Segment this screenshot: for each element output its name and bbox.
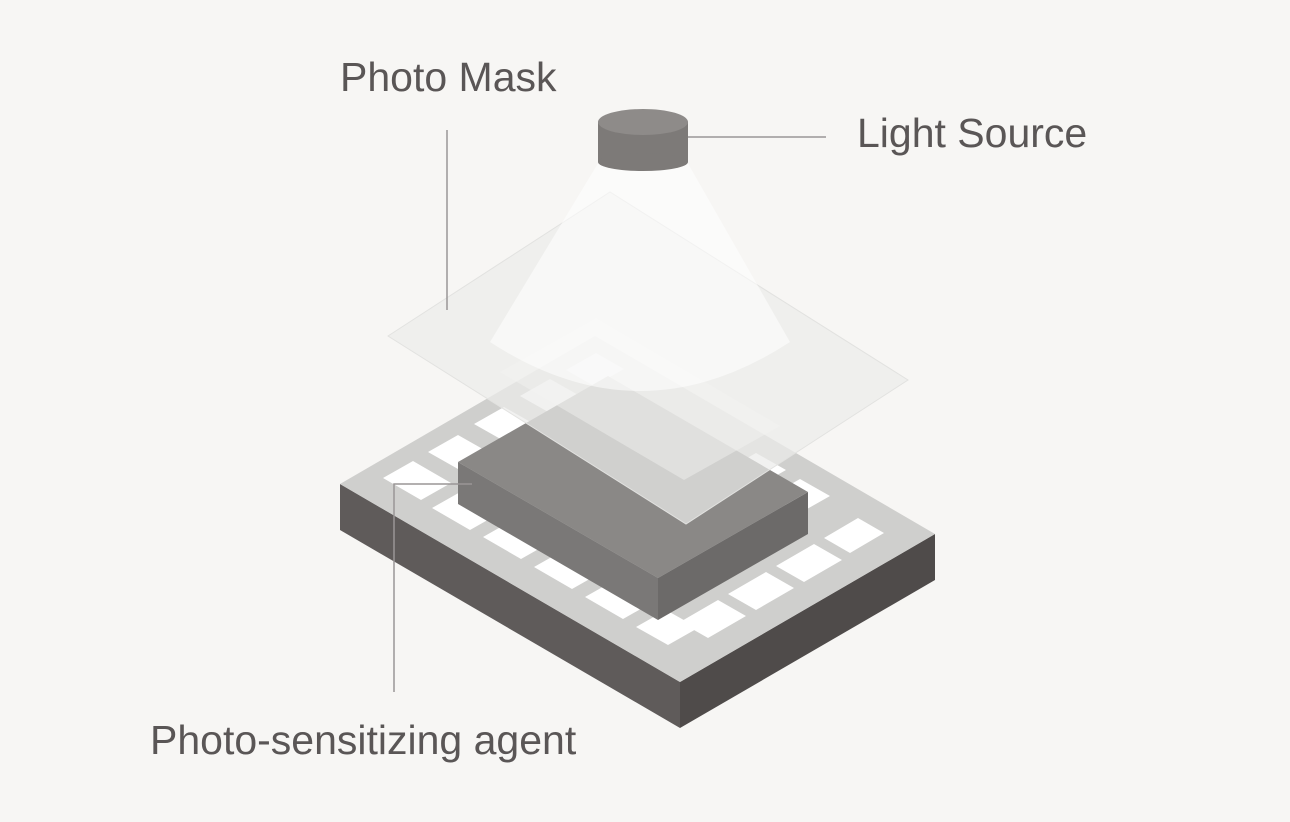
substrate-right-side — [680, 534, 935, 728]
leader-lines — [393, 130, 826, 692]
cylinder-bottom — [598, 153, 688, 171]
cell — [776, 544, 842, 582]
cell — [636, 610, 698, 645]
cell — [483, 520, 551, 559]
light-source-label: Light Source — [857, 110, 1088, 156]
cell — [383, 461, 451, 500]
agent-leader — [393, 483, 472, 692]
light-source-cylinder — [598, 109, 688, 171]
cell — [432, 491, 500, 530]
block-right-side — [658, 492, 808, 620]
cell — [680, 600, 746, 638]
block-left-side — [458, 462, 658, 620]
cell — [824, 518, 884, 553]
light-cone — [490, 160, 790, 391]
substrate-left-side — [340, 484, 680, 728]
cylinder-top — [598, 109, 688, 135]
cell — [534, 550, 602, 589]
cell — [728, 572, 794, 610]
cell — [585, 580, 653, 619]
photo-sensitizing-agent-label: Photo-sensitizing agent — [150, 717, 577, 763]
photo-mask-label: Photo Mask — [340, 54, 557, 100]
